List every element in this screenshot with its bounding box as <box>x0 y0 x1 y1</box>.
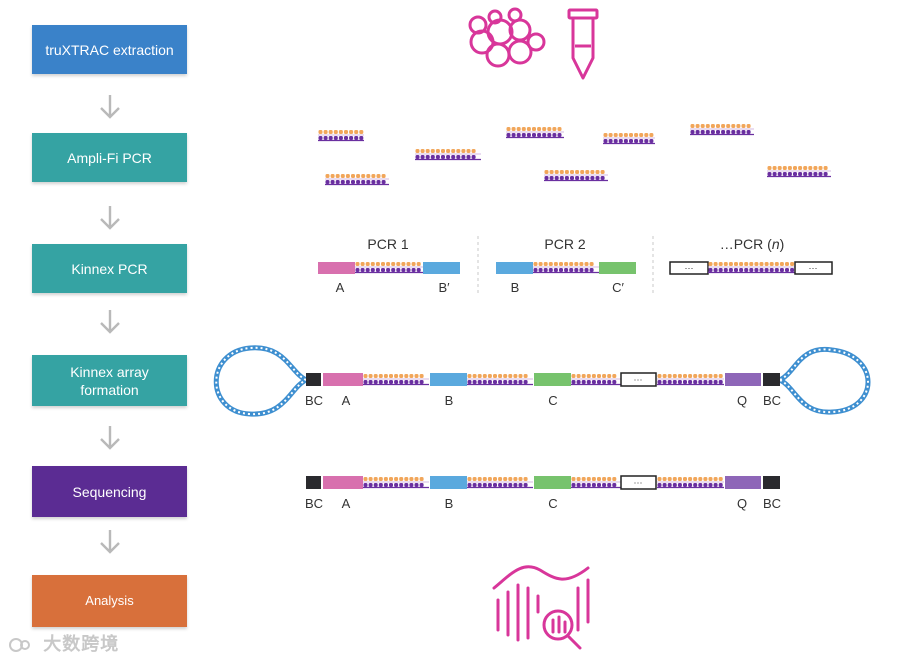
pcr2-label: PCR 2 <box>544 236 585 252</box>
step-kinnex-array-formation: Kinnex array formation <box>32 355 187 406</box>
down-arrow-icon <box>100 95 120 119</box>
test-tube-icon <box>567 8 599 80</box>
bead-strand <box>415 149 481 161</box>
bead-strand <box>318 130 364 142</box>
array-construct: ··· <box>306 372 780 387</box>
segment-c <box>534 476 571 489</box>
left-loop <box>213 345 312 417</box>
cell-cluster-icon <box>468 7 546 68</box>
bead-strand <box>571 477 621 489</box>
step-ampli-fi-pcr: Ampli-Fi PCR <box>32 133 187 182</box>
step-truxtrac-extraction: truXTRAC extraction <box>32 25 187 74</box>
bead-strand <box>533 262 599 274</box>
bead-strand <box>506 127 564 139</box>
amplicon-fragments <box>318 124 831 186</box>
insert-beads <box>708 262 795 274</box>
ellipsis-text: ··· <box>685 263 694 273</box>
watermark-logo-icon <box>9 638 30 652</box>
down-arrow-icon <box>100 206 120 230</box>
bead-strand <box>657 374 724 386</box>
adapter-b-prime <box>423 262 460 274</box>
bead-strand <box>363 374 429 386</box>
segment-ellipsis <box>620 372 657 387</box>
right-loop <box>774 346 871 415</box>
bead-strand <box>467 477 533 489</box>
kinnex-pcr-row: PCR 1 PCR 2 …PCR (n) A B′ B C′ ··· ··· <box>318 236 833 296</box>
array-label-bc: BC <box>763 393 781 408</box>
barcode-segment <box>763 476 780 489</box>
bead-strand <box>603 133 655 145</box>
array-label-q: Q <box>737 393 747 408</box>
step-analysis: Analysis <box>32 575 187 627</box>
watermark: 大数跨境 <box>8 630 119 656</box>
barcode-segment <box>763 373 780 386</box>
segment-b <box>430 373 467 386</box>
pcr1-label: PCR 1 <box>367 236 408 252</box>
sequencing-construct: ··· BC A B C Q BC <box>305 475 781 511</box>
array-label-c: C <box>548 393 557 408</box>
ellipsis-text: ··· <box>634 375 643 385</box>
segment-q <box>725 373 761 386</box>
step-sequencing: Sequencing <box>32 466 187 517</box>
adapter-ellipsis <box>794 261 833 275</box>
label-c-prime: C′ <box>612 280 624 295</box>
kinnex-array: ··· BC A B C Q BC <box>213 345 871 417</box>
segment-ellipsis <box>620 475 657 490</box>
insert-beads <box>533 262 599 274</box>
bead-strand <box>767 166 831 178</box>
segment-b <box>430 476 467 489</box>
array-label-b: B <box>445 393 454 408</box>
label-b: B <box>511 280 520 295</box>
step-label: truXTRAC extraction <box>45 41 174 58</box>
adapter-c-prime <box>599 262 636 274</box>
seq-label-bc: BC <box>305 496 323 511</box>
bead-strand <box>708 262 795 274</box>
bead-strand <box>690 124 754 136</box>
bead-strand <box>657 477 724 489</box>
step-label: Ampli-Fi PCR <box>67 149 152 166</box>
seq-label-c: C <box>548 496 557 511</box>
segment-a <box>323 373 363 386</box>
step-kinnex-pcr: Kinnex PCR <box>32 244 187 293</box>
pcrn-label: …PCR (n) <box>720 236 785 252</box>
seq-label-q: Q <box>737 496 747 511</box>
insert-beads <box>355 262 423 274</box>
bead-strand <box>571 374 621 386</box>
step-label: Sequencing <box>72 483 147 500</box>
down-arrow-icon <box>100 426 120 450</box>
bead-strand <box>467 374 533 386</box>
barcode-segment <box>306 373 321 386</box>
down-arrow-icon <box>100 310 120 334</box>
label-b-prime: B′ <box>438 280 450 295</box>
segment-q <box>725 476 761 489</box>
step-label: Kinnex PCR <box>71 260 148 277</box>
seq-label-bc: BC <box>763 496 781 511</box>
step-label: Analysis <box>85 593 134 608</box>
seq-label-b: B <box>445 496 454 511</box>
analysis-chart-icon <box>492 565 590 650</box>
array-label-bc: BC <box>305 393 323 408</box>
down-arrow-icon <box>100 530 120 554</box>
segment-a <box>323 476 363 489</box>
ellipsis-text: ··· <box>634 478 643 488</box>
adapter-b <box>496 262 533 274</box>
bead-strand <box>325 174 389 186</box>
adapter-a <box>318 262 355 274</box>
bead-strand <box>355 262 423 274</box>
array-label-a: A <box>342 393 351 408</box>
watermark-text: 大数跨境 <box>43 634 120 655</box>
bead-strand <box>544 170 608 182</box>
step-label: Kinnex array formation <box>70 363 149 398</box>
bead-strand <box>363 477 429 489</box>
seq-label-a: A <box>342 496 351 511</box>
sequencing-segments: ··· <box>306 475 780 490</box>
adapter-ellipsis <box>669 261 709 275</box>
label-a: A <box>336 280 345 295</box>
segment-c <box>534 373 571 386</box>
ellipsis-text: ··· <box>809 263 818 273</box>
barcode-segment <box>306 476 321 489</box>
